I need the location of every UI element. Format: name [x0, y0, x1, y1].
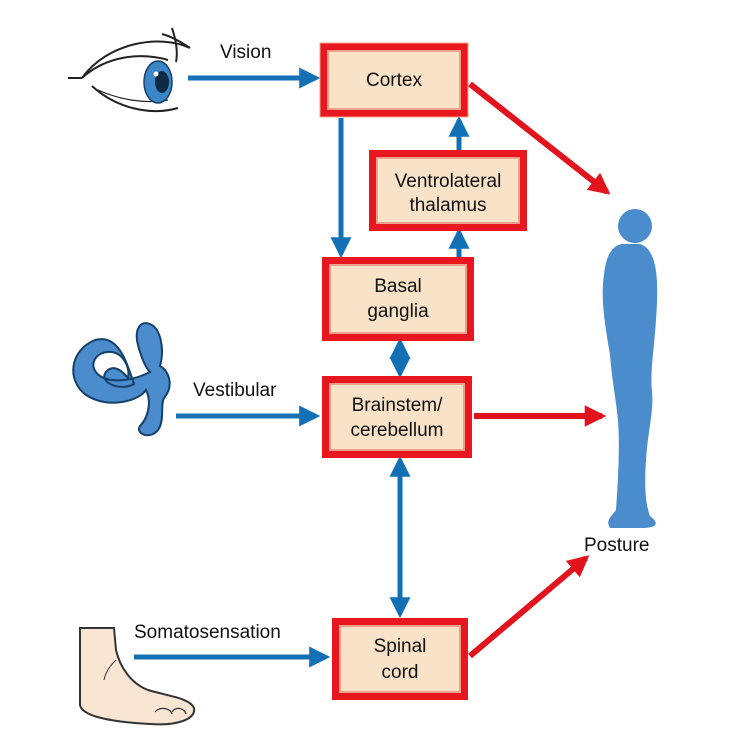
basal-label-line-1: Basal	[374, 276, 422, 297]
vestibular-label: Vestibular	[193, 380, 277, 401]
spinal-to-posture-arrow	[468, 555, 590, 659]
basal-label-line-2: ganglia	[367, 301, 429, 322]
posture-label: Posture	[584, 535, 649, 556]
cortex-label: Cortex	[366, 70, 422, 91]
vision-label: Vision	[220, 42, 271, 63]
somatosensation-label: Somatosensation	[134, 622, 281, 643]
spinal-label-line-1: Spinal	[374, 636, 427, 657]
foot-icon	[79, 627, 196, 726]
brainstem-label-line-2: cerebellum	[351, 420, 444, 441]
spinal-cord-box: Spinal cord	[332, 618, 468, 700]
thalamus-label-line-1: Ventrolateral	[395, 171, 502, 192]
human-figure-icon	[602, 209, 658, 528]
eye-icon	[68, 27, 191, 112]
thalamus-label-line-2: thalamus	[409, 195, 486, 216]
thalamus-box: Ventrolateral thalamus	[369, 150, 527, 231]
inner-ear-icon	[72, 322, 171, 437]
brainstem-label-line-1: Brainstem/	[352, 395, 444, 416]
basal-ganglia-box: Basal ganglia	[322, 257, 474, 341]
cortex-to-posture-arrow	[468, 81, 611, 195]
spinal-label-line-2: cord	[382, 662, 419, 683]
brainstem-box: Brainstem/ cerebellum	[322, 376, 472, 458]
cortex-box: Cortex	[319, 42, 469, 118]
